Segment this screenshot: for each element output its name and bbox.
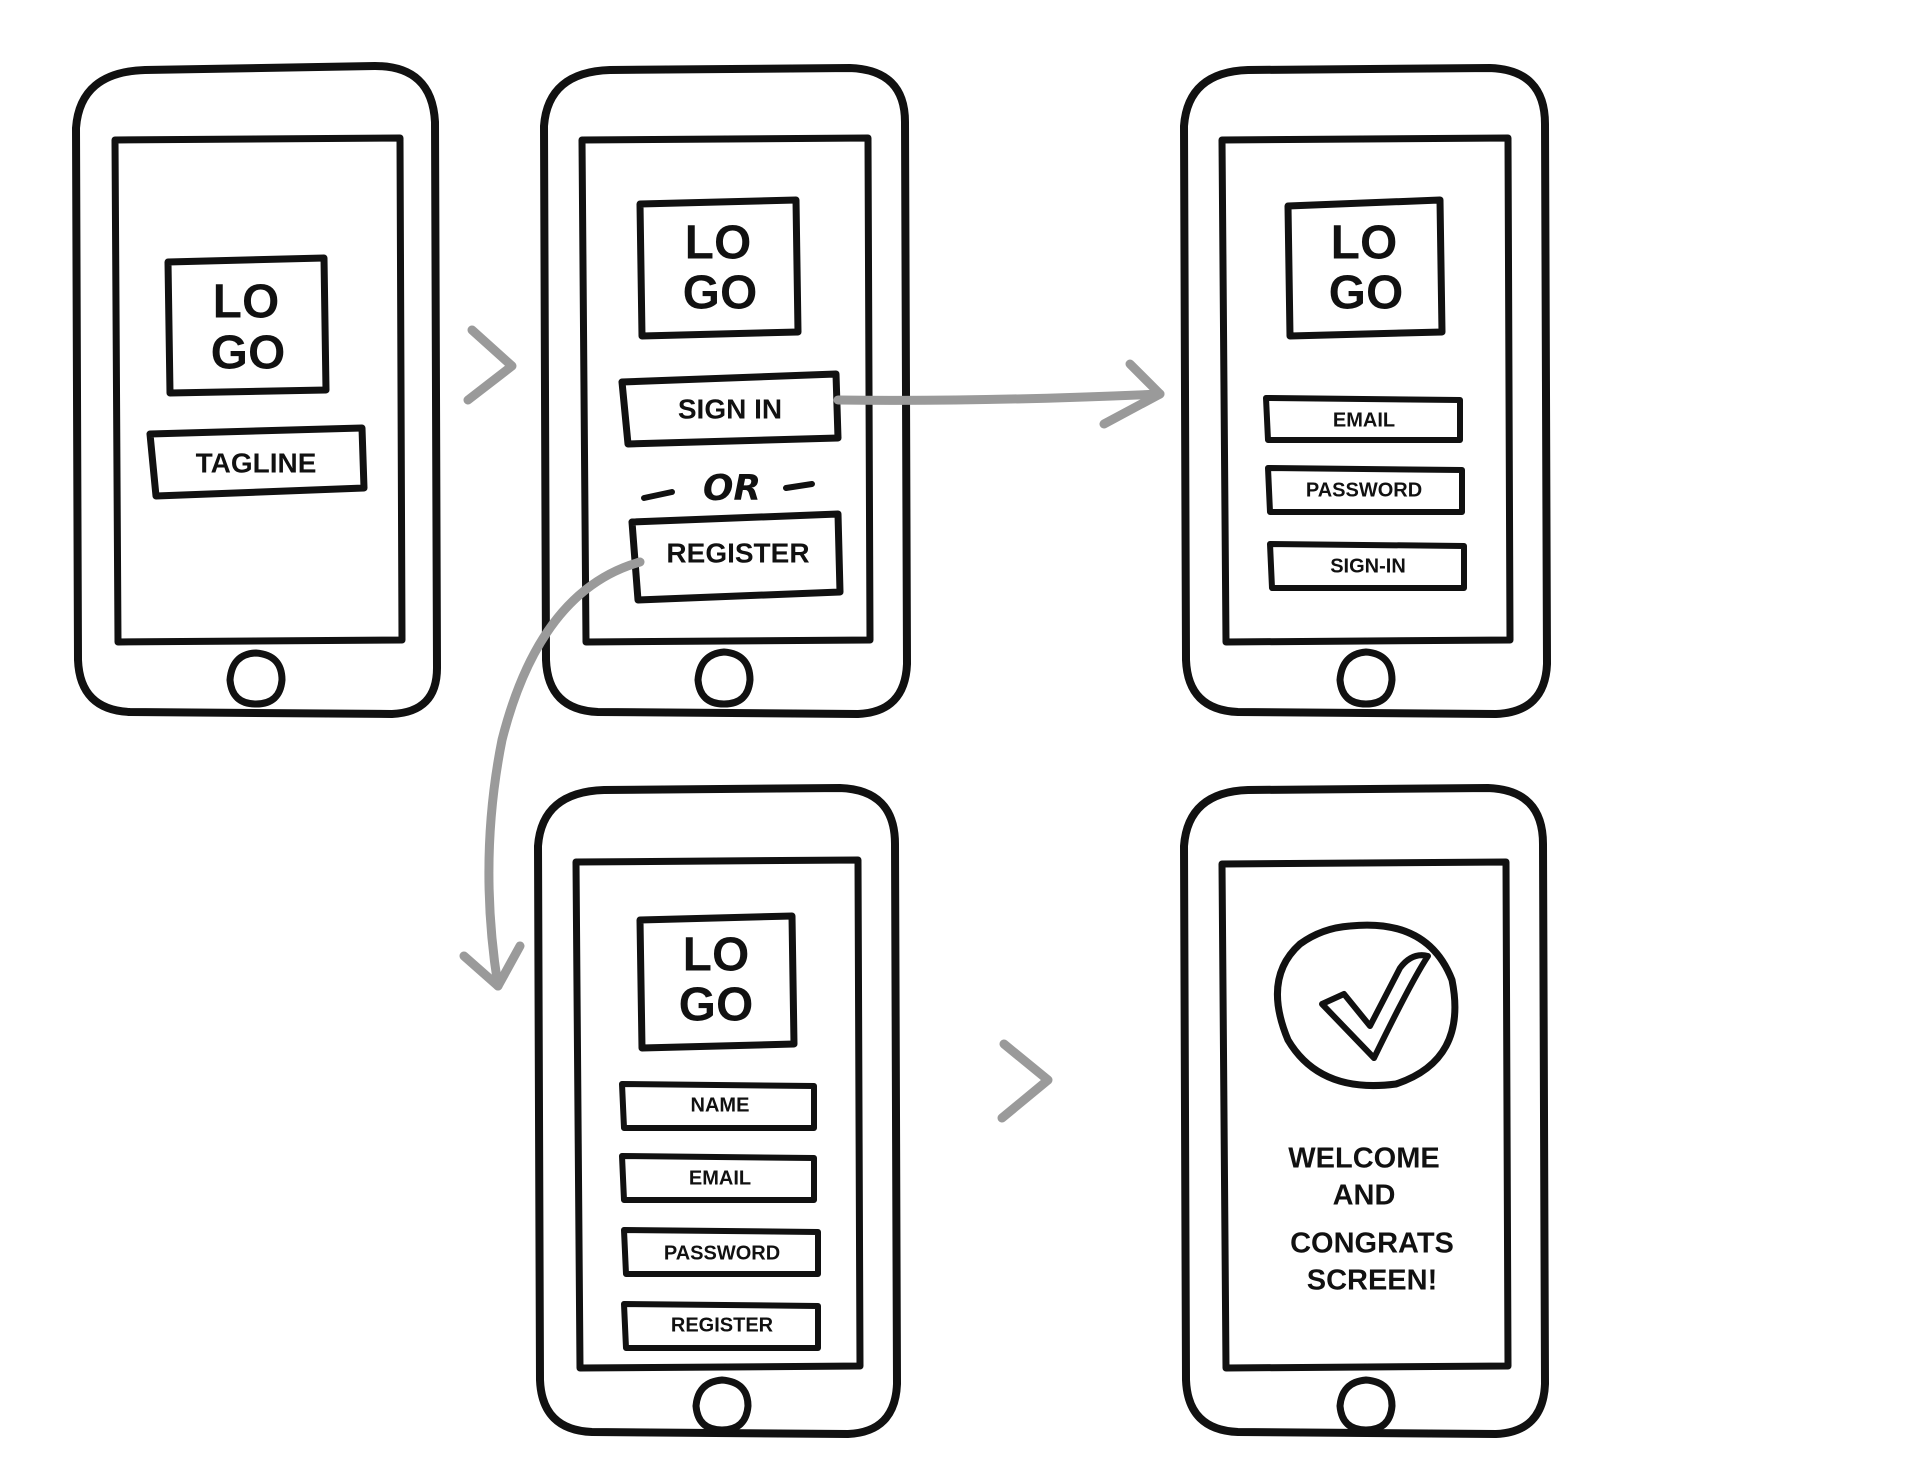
welcome-line-4: SCREEN! — [1307, 1265, 1438, 1297]
welcome-line-1: WELCOME — [1288, 1143, 1439, 1175]
home-button-icon — [692, 1376, 752, 1434]
logo-text-top: LO — [685, 217, 752, 270]
logo-box — [164, 254, 330, 397]
logo-text-bottom: GO — [1329, 267, 1404, 320]
password-field[interactable]: PASSWORD — [1265, 465, 1465, 515]
phone-register: LO GO NAME EMAIL PASSWORD REGISTER — [534, 784, 901, 1438]
logo-text-bottom: GO — [211, 327, 286, 380]
or-separator: OR — [641, 468, 815, 509]
sign-in-button[interactable]: SIGN IN — [618, 370, 842, 448]
home-button-icon — [1336, 648, 1396, 708]
home-button-icon — [694, 648, 754, 708]
arrowhead-icon — [459, 941, 525, 991]
register-button[interactable]: REGISTER — [628, 510, 844, 604]
name-field[interactable]: NAME — [619, 1081, 817, 1131]
email-label: EMAIL — [1333, 409, 1395, 431]
home-button-icon — [1336, 1376, 1396, 1434]
logo-text-top: LO — [213, 276, 280, 329]
logo-box — [1284, 196, 1446, 340]
phone-signin: LO GO EMAIL PASSWORD SIGN-IN — [1180, 64, 1551, 718]
phone-splash: LO GO TAGLINE — [72, 62, 441, 718]
tagline-label: TAGLINE — [196, 447, 317, 478]
register-label: REGISTER — [666, 537, 809, 568]
logo-box — [636, 912, 798, 1052]
email-label: EMAIL — [689, 1167, 751, 1189]
sign-in-flow-arrow-icon — [833, 389, 1165, 405]
name-label: NAME — [691, 1094, 750, 1116]
register-flow-arrow-icon — [484, 557, 645, 991]
tagline-box — [146, 424, 368, 500]
welcome-line-2: AND — [1333, 1180, 1396, 1212]
logo-box — [636, 196, 802, 340]
register-submit-button[interactable]: REGISTER — [621, 1301, 821, 1351]
register-submit-label: REGISTER — [671, 1314, 774, 1336]
sign-in-submit-button[interactable]: SIGN-IN — [1267, 541, 1467, 591]
welcome-line-3: CONGRATS — [1290, 1228, 1454, 1260]
checkmark-circle-icon — [1274, 921, 1459, 1090]
password-field[interactable]: PASSWORD — [621, 1227, 821, 1277]
logo-text-bottom: GO — [679, 979, 754, 1032]
logo-text-bottom: GO — [683, 267, 758, 320]
sign-in-submit-label: SIGN-IN — [1330, 555, 1406, 577]
email-field[interactable]: EMAIL — [619, 1153, 817, 1203]
password-label: PASSWORD — [1306, 479, 1422, 501]
phone-choice: LO GO SIGN IN OR REGISTER — [540, 64, 911, 718]
home-button-icon — [226, 649, 286, 708]
password-label: PASSWORD — [664, 1242, 780, 1264]
arrowhead-icon — [1099, 359, 1165, 429]
sign-in-label: SIGN IN — [678, 393, 782, 424]
logo-text-top: LO — [683, 929, 750, 982]
next-arrow-icon — [463, 325, 517, 405]
phone-welcome: WELCOME AND CONGRATS SCREEN! — [1180, 784, 1549, 1438]
logo-text-top: LO — [1331, 217, 1398, 270]
next-arrow-icon — [997, 1039, 1053, 1123]
or-label: OR — [703, 468, 761, 509]
email-field[interactable]: EMAIL — [1263, 395, 1463, 443]
